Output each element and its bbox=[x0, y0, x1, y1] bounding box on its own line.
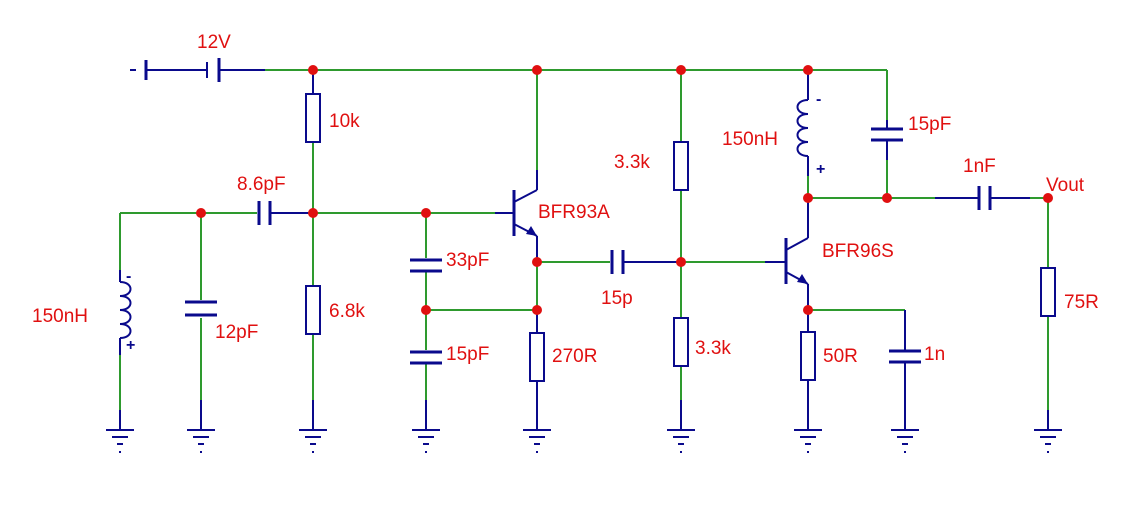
junction-node bbox=[532, 305, 542, 315]
resistor-3k3-bottom bbox=[673, 317, 689, 367]
capacitor-15p-coupling bbox=[610, 250, 681, 274]
ground-symbol bbox=[523, 429, 551, 453]
junction-node bbox=[308, 65, 318, 75]
inductor-collector-plus: + bbox=[816, 161, 825, 178]
battery-12v bbox=[130, 58, 265, 82]
resistor-3k3-top bbox=[673, 141, 689, 191]
resistor-270r-label: 270R bbox=[552, 346, 597, 367]
junction-node bbox=[196, 208, 206, 218]
divider-wires bbox=[680, 70, 785, 430]
ground-symbol bbox=[794, 429, 822, 453]
q1-emitter-wires bbox=[536, 261, 610, 430]
resistor-10k bbox=[305, 93, 321, 143]
resistor-6k8 bbox=[305, 285, 321, 335]
junction-node bbox=[676, 257, 686, 267]
resistor-75r-label: 75R bbox=[1064, 292, 1099, 313]
resistor-3k3-top-label: 3.3k bbox=[614, 152, 650, 173]
junction-node bbox=[803, 305, 813, 315]
q2-emitter-wires bbox=[807, 309, 906, 430]
junction-node bbox=[803, 65, 813, 75]
transistor-q2 bbox=[784, 198, 809, 310]
capacitor-33pf bbox=[410, 258, 442, 273]
ground-symbols bbox=[106, 429, 1062, 453]
capacitor-1nf-label: 1nF bbox=[963, 156, 996, 177]
capacitor-15pf-top-label: 15pF bbox=[908, 114, 951, 135]
resistor-6k8-label: 6.8k bbox=[329, 301, 365, 322]
ground-symbol bbox=[667, 429, 695, 453]
capacitor-1n bbox=[889, 349, 921, 364]
ground-symbol bbox=[1034, 429, 1062, 453]
output-wires bbox=[808, 197, 1049, 430]
transistor-q1 bbox=[512, 170, 538, 262]
ground-symbol bbox=[891, 429, 919, 453]
capacitor-33pf-label: 33pF bbox=[446, 250, 489, 271]
ground-symbol bbox=[412, 429, 440, 453]
ground-symbol bbox=[187, 429, 215, 453]
capacitor-12pf bbox=[185, 300, 217, 317]
capacitor-15pf-feedback bbox=[410, 350, 442, 365]
junction-node bbox=[421, 305, 431, 315]
junction-node bbox=[803, 193, 813, 203]
transistor-q1-label: BFR93A bbox=[538, 202, 610, 223]
inductor-input-minus: - bbox=[126, 268, 131, 285]
junction-node bbox=[1043, 193, 1053, 203]
supply-rail bbox=[265, 69, 888, 120]
inductor-input-label: 150nH bbox=[32, 306, 88, 327]
junction-node bbox=[676, 65, 686, 75]
resistor-50r-label: 50R bbox=[823, 346, 858, 367]
junction-node bbox=[882, 193, 892, 203]
capacitor-1n-label: 1n bbox=[924, 344, 945, 365]
junction-node bbox=[308, 208, 318, 218]
resistor-75r bbox=[1040, 267, 1056, 317]
junction-node bbox=[532, 65, 542, 75]
capacitor-15pf-top bbox=[871, 120, 903, 198]
vout-label: Vout bbox=[1046, 175, 1085, 196]
inductor-collector-label: 150nH bbox=[722, 129, 778, 150]
input-wires bbox=[119, 212, 257, 430]
capacitor-8p6pf bbox=[257, 201, 313, 225]
battery-label: 12V bbox=[197, 32, 231, 53]
inductor-input-plus: + bbox=[126, 337, 135, 354]
capacitor-15p-coupling-label: 15p bbox=[601, 288, 633, 309]
ground-symbol bbox=[299, 429, 327, 453]
junction-node bbox=[421, 208, 431, 218]
feedback-wires bbox=[425, 213, 537, 430]
capacitor-15pf-feedback-label: 15pF bbox=[446, 344, 489, 365]
resistor-3k3-bottom-label: 3.3k bbox=[695, 338, 731, 359]
inductor-collector-minus: - bbox=[816, 91, 821, 108]
ground-symbol bbox=[106, 429, 134, 453]
capacitor-8p6pf-label: 8.6pF bbox=[237, 174, 286, 195]
junction-nodes bbox=[196, 65, 1053, 315]
inductor-input-150nh bbox=[119, 270, 132, 355]
capacitor-1nf bbox=[977, 186, 992, 210]
resistor-50r bbox=[800, 331, 816, 381]
resistor-10k-label: 10k bbox=[329, 111, 360, 132]
resistor-270r bbox=[529, 332, 545, 382]
capacitor-12pf-label: 12pF bbox=[215, 322, 258, 343]
junction-node bbox=[532, 257, 542, 267]
transistor-q2-label: BFR96S bbox=[822, 241, 894, 262]
inductor-collector-150nh bbox=[796, 70, 809, 198]
